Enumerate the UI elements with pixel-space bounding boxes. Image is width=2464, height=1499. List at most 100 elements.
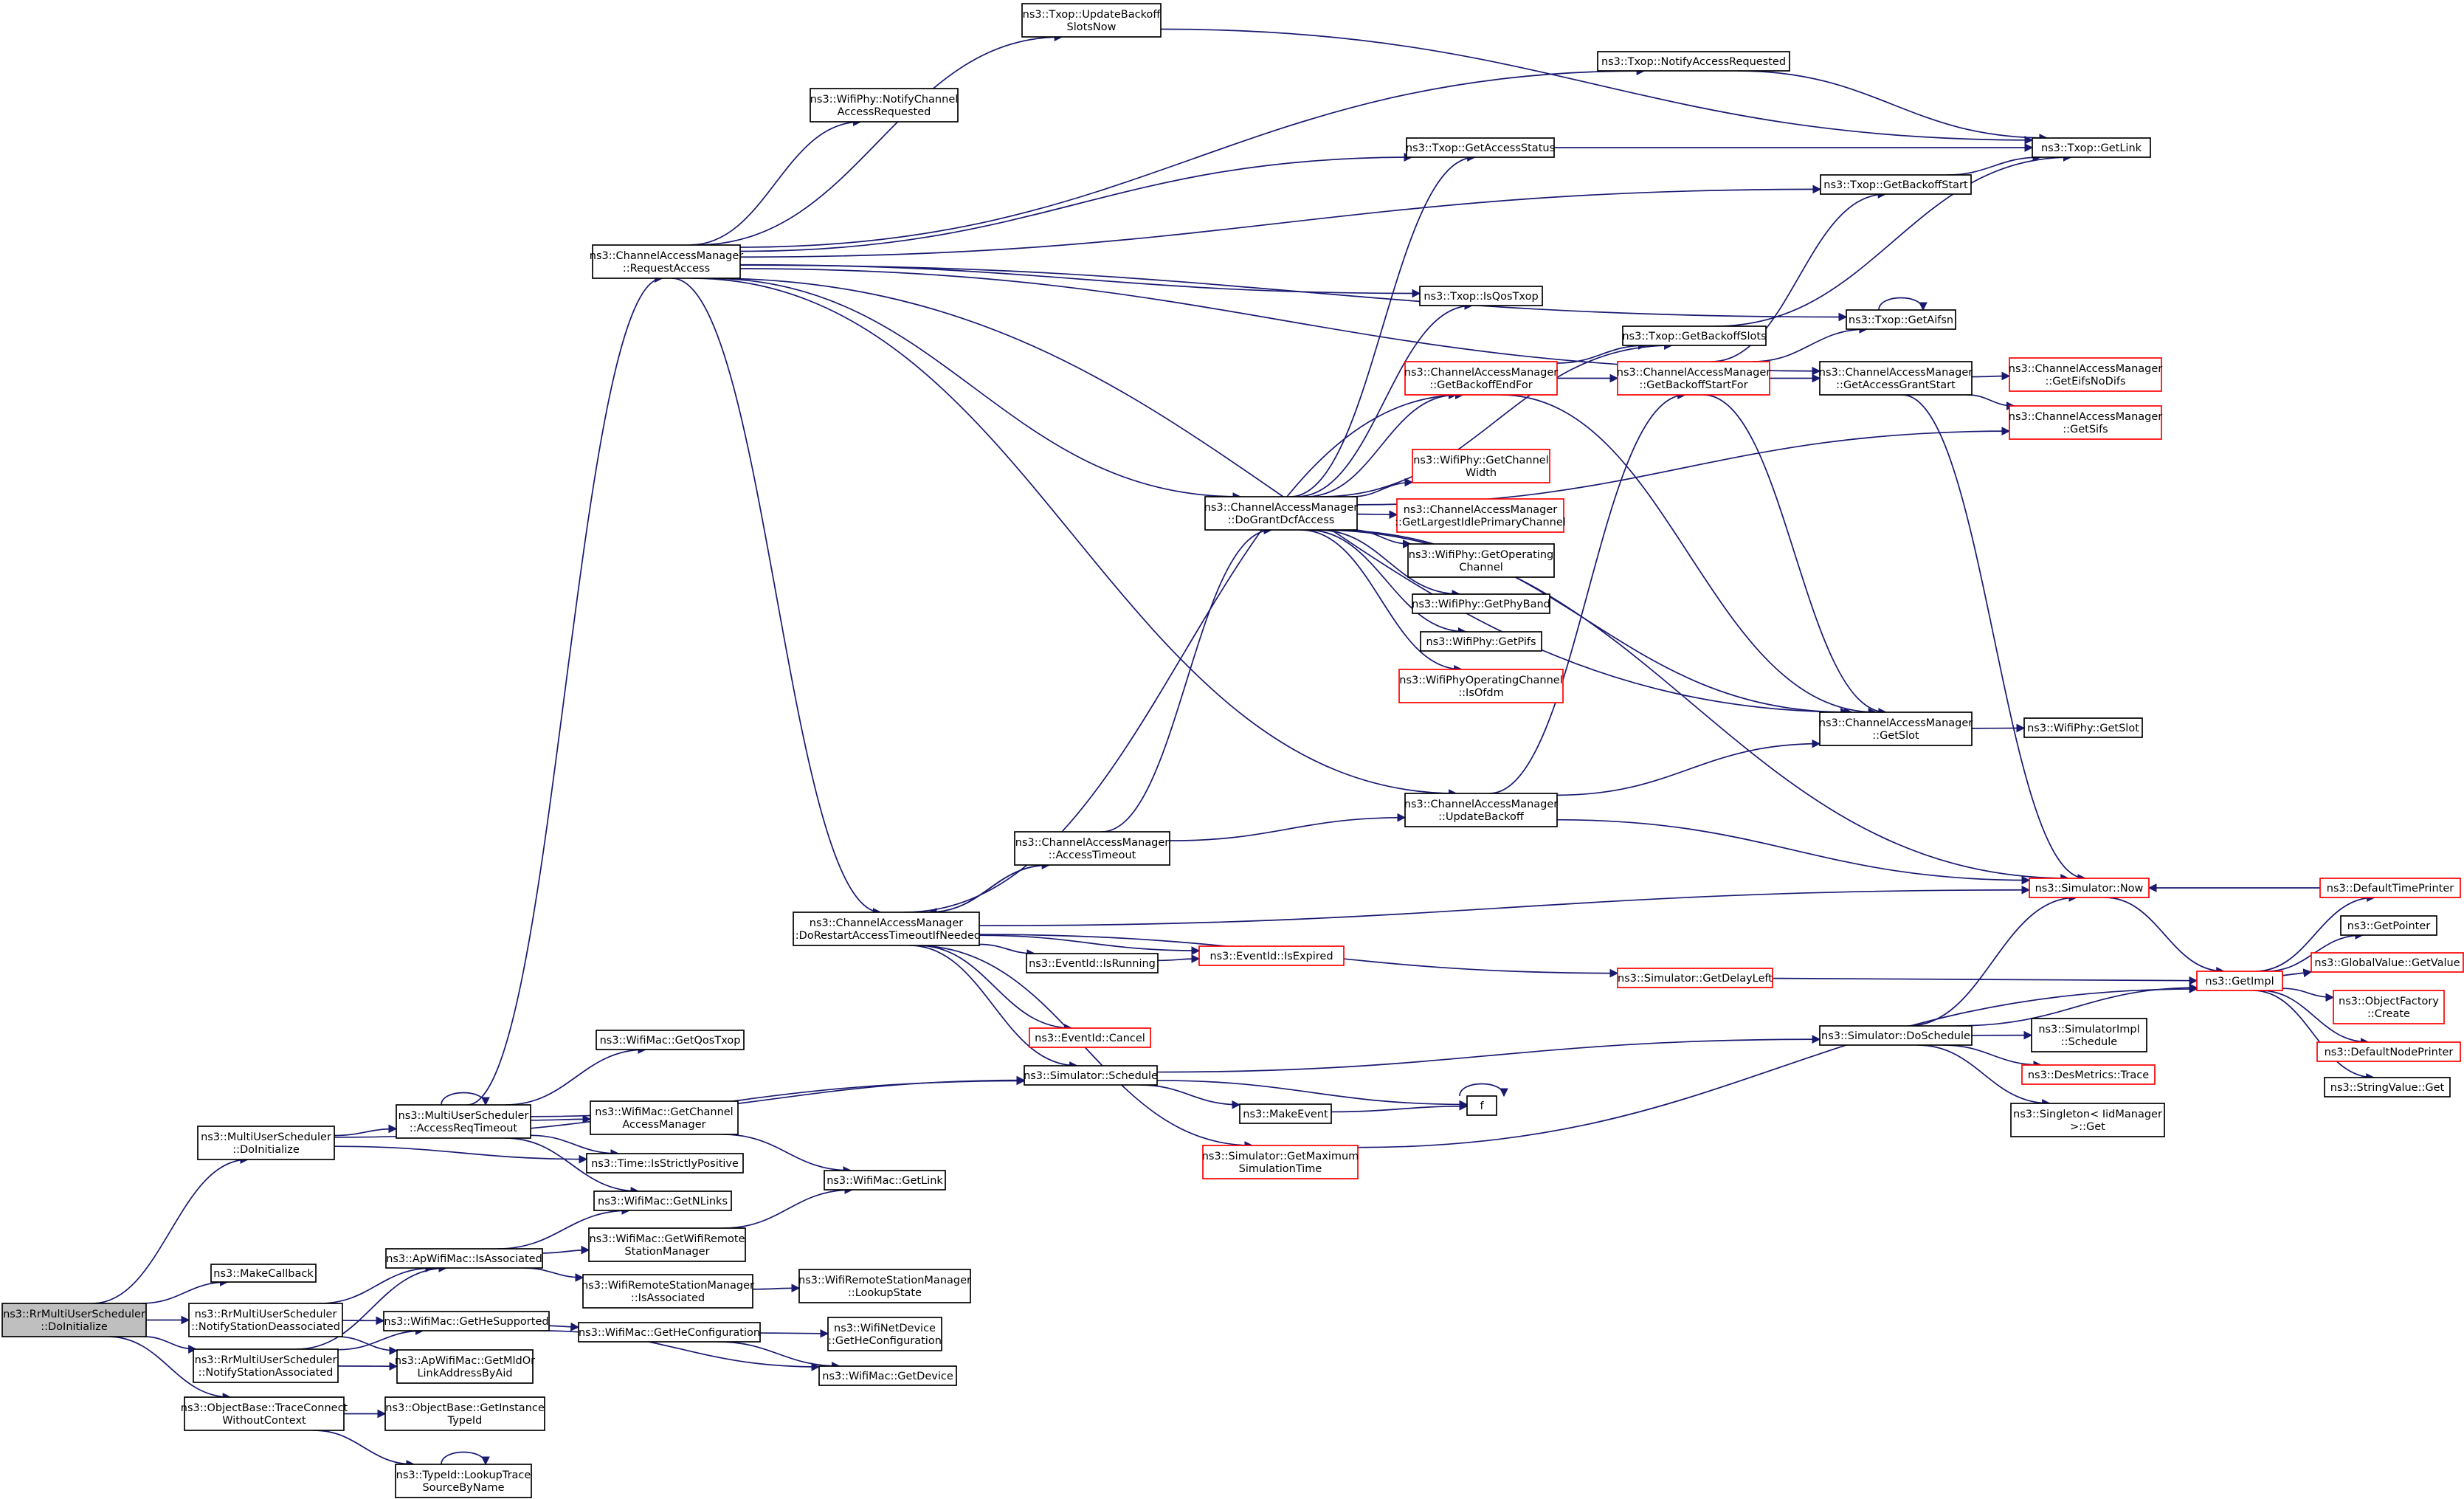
node-rr-notify-deassoc[interactable]: ns3::RrMultiUserScheduler::NotifyStation… xyxy=(188,1303,343,1337)
node-label: ::DoRestartAccessTimeoutIfNeeded xyxy=(792,930,981,942)
node-label: ns3::Simulator::DoSchedule xyxy=(1821,1030,1970,1042)
edge-mu_accessreq-to-get_qos_txop xyxy=(505,1045,647,1106)
node-wrsm-isassoc[interactable]: ns3::WifiRemoteStationManager::IsAssocia… xyxy=(582,1274,754,1309)
node-get-wrsm[interactable]: ns3::WifiMac::GetWifiRemoteStationManage… xyxy=(588,1227,746,1262)
node-default-node-printer[interactable]: ns3::DefaultNodePrinter xyxy=(2316,1041,2461,1062)
node-trace-connect[interactable]: ns3::ObjectBase::TraceConnectWithoutCont… xyxy=(181,1396,348,1431)
node-phy-get-pifs[interactable]: ns3::WifiPhy::GetPifs xyxy=(1420,631,1542,652)
edge-request_access-to-txop_get_bo_start xyxy=(739,185,1822,258)
node-rr-notify-assoc[interactable]: ns3::RrMultiUserScheduler::NotifyStation… xyxy=(193,1348,339,1383)
node-access-timeout[interactable]: ns3::ChannelAccessManager::AccessTimeout xyxy=(1014,831,1170,866)
node-label: ns3::DesMetrics::Trace xyxy=(2028,1069,2149,1081)
node-sim-schedule[interactable]: ns3::Simulator::Schedule xyxy=(1024,1065,1158,1086)
node-default-time-printer[interactable]: ns3::DefaultTimePrinter xyxy=(2319,878,2461,898)
node-wrsm-lookup[interactable]: ns3::WifiRemoteStationManager::LookupSta… xyxy=(798,1269,971,1303)
node-get-device[interactable]: ns3::WifiMac::GetDevice xyxy=(818,1365,957,1386)
node-box xyxy=(586,1153,744,1174)
node-globalvalue-get[interactable]: ns3::GlobalValue::GetValue xyxy=(2311,952,2464,973)
node-sim-now[interactable]: ns3::Simulator::Now xyxy=(2029,878,2150,898)
node-des-trace[interactable]: ns3::DesMetrics::Trace xyxy=(2021,1064,2156,1085)
node-eventid-isexpired[interactable]: ns3::EventId::IsExpired xyxy=(1198,945,1345,966)
node-request-access[interactable]: ns3::ChannelAccessManager::RequestAccess xyxy=(590,244,744,279)
edge-request_access-to-txop_get_aifsn xyxy=(739,264,1848,322)
node-label: ns3::GetImpl xyxy=(2205,976,2274,988)
node-get-qos-txop[interactable]: ns3::WifiMac::GetQosTxop xyxy=(596,1030,745,1050)
node-label: ::Create xyxy=(2367,1008,2410,1020)
node-txop-notify-req[interactable]: ns3::Txop::NotifyAccessRequested xyxy=(1597,51,1790,72)
node-cam-get-sifs[interactable]: ns3::ChannelAccessManager::GetSifs xyxy=(2009,405,2163,440)
node-objfactory-create[interactable]: ns3::ObjectFactory::Create xyxy=(2333,990,2445,1024)
node-cam-update-bo[interactable]: ns3::ChannelAccessManager::UpdateBackoff xyxy=(1404,793,1559,827)
node-is-strictly-positive[interactable]: ns3::Time::IsStrictlyPositive xyxy=(586,1153,744,1174)
node-box xyxy=(2021,1064,2156,1085)
edge-get_impl-to-default_time_printer xyxy=(2255,893,2376,972)
node-box xyxy=(578,1322,761,1343)
node-mu-doinit[interactable]: ns3::MultiUserScheduler::DoInitialize xyxy=(197,1126,335,1160)
node-cam-get-eifs[interactable]: ns3::ChannelAccessManager::GetEifsNoDifs xyxy=(2009,357,2163,392)
node-label: ns3::ChannelAccessManager xyxy=(1404,367,1559,379)
node-mu-accessreq[interactable]: ns3::MultiUserScheduler::AccessReqTimeou… xyxy=(396,1104,531,1139)
node-eventid-cancel[interactable]: ns3::EventId::Cancel xyxy=(1029,1027,1151,1048)
node-phy-getslot[interactable]: ns3::WifiPhy::GetSlot xyxy=(2023,717,2143,738)
node-label: ns3::Txop::UpdateBackoff xyxy=(1023,9,1162,21)
node-makecallback[interactable]: ns3::MakeCallback xyxy=(210,1264,317,1283)
node-cam-getslot[interactable]: ns3::ChannelAccessManager::GetSlot xyxy=(1819,711,1973,746)
node-get-he-supported[interactable]: ns3::WifiMac::GetHeSupported xyxy=(383,1311,550,1331)
node-cam-get-bo-end[interactable]: ns3::ChannelAccessManager::GetBackoffEnd… xyxy=(1404,361,1559,396)
node-txop-get-status[interactable]: ns3::Txop::GetAccessStatus xyxy=(1406,137,1555,158)
node-wifiphy-notify[interactable]: ns3::WifiPhy::NotifyChannelAccessRequest… xyxy=(810,88,959,123)
edge-request_access-to-restart_timeout xyxy=(672,278,882,917)
node-get-pointer[interactable]: ns3::GetPointer xyxy=(2340,915,2437,936)
node-wmac-getlink[interactable]: ns3::WifiMac::GetLink xyxy=(824,1170,946,1190)
node-box xyxy=(2009,357,2162,392)
node-rr-doinit[interactable]: ns3::RrMultiUserScheduler::DoInitialize xyxy=(1,1303,147,1337)
node-label: ::GetSifs xyxy=(2063,424,2108,435)
node-phy-get-band[interactable]: ns3::WifiPhy::GetPhyBand xyxy=(1412,593,1550,614)
node-get-nlinks[interactable]: ns3::WifiMac::GetNLinks xyxy=(593,1190,732,1211)
node-cam-largest-idle[interactable]: ns3::ChannelAccessManager::GetLargestIdl… xyxy=(1395,498,1566,533)
edge-rr_notify_deassoc-to-ap_isassoc xyxy=(319,1264,435,1304)
node-box xyxy=(2324,1077,2451,1097)
node-cam-get-grant-start[interactable]: ns3::ChannelAccessManager::GetAccessGran… xyxy=(1819,361,1973,396)
node-txop-get-bo-slots[interactable]: ns3::Txop::GetBackoffSlots xyxy=(1622,325,1767,346)
node-txop-getlink[interactable]: ns3::Txop::GetLink xyxy=(2032,137,2151,158)
edge-mu_accessreq-to-is_strictly_positive xyxy=(530,1134,620,1158)
edge-request_access-to-txop_get_status xyxy=(739,153,1413,252)
node-do-grant[interactable]: ns3::ChannelAccessManager::DoGrantDcfAcc… xyxy=(1204,496,1359,531)
node-txop-get-aifsn[interactable]: ns3::Txop::GetAifsn xyxy=(1846,309,1956,330)
node-make-event[interactable]: ns3::MakeEvent xyxy=(1239,1103,1332,1124)
node-simimpl-schedule[interactable]: ns3::SimulatorImpl::Schedule xyxy=(2031,1018,2147,1052)
node-eventid-isrunning[interactable]: ns3::EventId::IsRunning xyxy=(1026,953,1159,974)
node-box xyxy=(588,1227,746,1262)
node-box xyxy=(818,1365,957,1386)
node-restart-timeout[interactable]: ns3::ChannelAccessManager::DoRestartAcce… xyxy=(792,912,981,946)
node-txop-get-bo-start[interactable]: ns3::Txop::GetBackoffStart xyxy=(1820,174,1972,195)
node-box xyxy=(1412,593,1550,614)
node-netdev-get-he[interactable]: ns3::WifiNetDevice::GetHeConfiguration xyxy=(827,1317,942,1351)
node-box xyxy=(193,1348,339,1383)
node-box xyxy=(1202,1145,1359,1179)
node-get-impl[interactable]: ns3::GetImpl xyxy=(2196,971,2283,991)
node-opch-isofdm[interactable]: ns3::WifiPhyOperatingChannel::IsOfdm xyxy=(1398,669,1564,703)
node-ap-isassoc[interactable]: ns3::ApWifiMac::IsAssociated xyxy=(385,1248,543,1269)
node-txop-isqos[interactable]: ns3::Txop::IsQosTxop xyxy=(1419,286,1543,306)
node-sim-get-delay[interactable]: ns3::Simulator::GetDelayLeft xyxy=(1617,968,1773,988)
edge-do_grant-to-phy_get_pifs xyxy=(1307,529,1467,636)
node-label: >::Get xyxy=(2070,1121,2105,1133)
node-get-he-config[interactable]: ns3::WifiMac::GetHeConfiguration xyxy=(578,1322,761,1343)
node-cam-get-bo-start[interactable]: ns3::ChannelAccessManager::GetBackoffSta… xyxy=(1617,361,1771,396)
node-singleton-get[interactable]: ns3::Singleton< IidManager>::Get xyxy=(2010,1103,2165,1137)
node-stringvalue-get[interactable]: ns3::StringValue::Get xyxy=(2324,1077,2451,1097)
node-f[interactable]: f xyxy=(1466,1095,1497,1116)
node-sim-doschedule[interactable]: ns3::Simulator::DoSchedule xyxy=(1819,1025,1973,1046)
edge-do_grant-to-txop_isqos xyxy=(1296,301,1474,497)
edge-ap_isassoc-to-get_wrsm xyxy=(542,1245,590,1255)
